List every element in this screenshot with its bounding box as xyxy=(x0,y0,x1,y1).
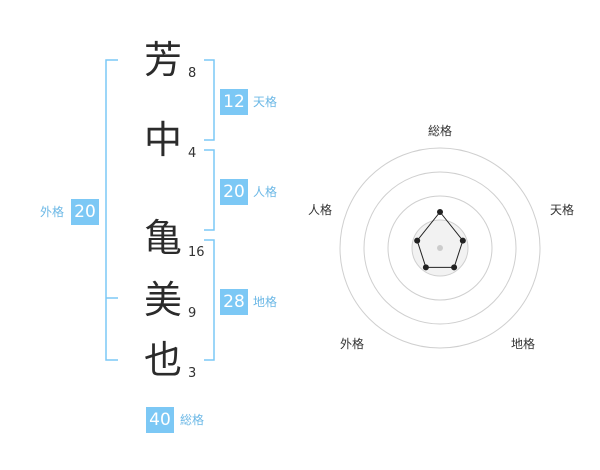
tenkaku-bracket xyxy=(204,59,215,141)
radar-axis-label-soukaku: 総格 xyxy=(428,124,453,138)
radar-axis-label-tenkaku: 天格 xyxy=(550,203,575,217)
soukaku-label: 総格 xyxy=(180,413,205,427)
stroke-count-3: 16 xyxy=(188,245,205,260)
radar-series xyxy=(414,209,466,271)
radar-point-2 xyxy=(459,237,466,244)
name-char-2: 中 xyxy=(143,118,182,162)
radar-point-5 xyxy=(414,237,421,244)
soukaku-value: 40 xyxy=(146,407,174,433)
radar-axis-label-jinkaku: 人格 xyxy=(308,203,333,217)
jinkaku-bracket xyxy=(204,149,215,231)
radar-ring-3 xyxy=(363,171,517,325)
chikaku-label: 地格 xyxy=(253,295,278,309)
radar-axis-label-gaikaku: 外格 xyxy=(340,337,365,351)
radar-point-1 xyxy=(437,209,443,215)
chikaku-value: 28 xyxy=(220,289,248,315)
radar-axis-label-chikaku: 地格 xyxy=(511,337,536,351)
tenkaku-value: 12 xyxy=(220,89,248,115)
stroke-count-4: 9 xyxy=(188,306,197,321)
jinkaku-label: 人格 xyxy=(253,185,278,199)
name-char-5: 也 xyxy=(143,338,182,382)
gaikaku-label: 外格 xyxy=(40,205,65,219)
chikaku-bracket xyxy=(204,239,215,361)
radar-point-3 xyxy=(451,264,458,271)
gaikaku-value: 20 xyxy=(71,199,99,225)
stroke-count-1: 8 xyxy=(188,66,197,81)
name-char-1: 芳 xyxy=(143,38,182,82)
radar-point-4 xyxy=(422,264,429,271)
radar-ring-2 xyxy=(387,195,493,301)
name-char-4: 美 xyxy=(143,278,182,322)
jinkaku-value: 20 xyxy=(220,179,248,205)
radar-polygon xyxy=(416,211,464,268)
name-char-3: 亀 xyxy=(143,216,182,260)
radar-ring-4 xyxy=(339,147,541,349)
stroke-count-5: 3 xyxy=(188,366,197,381)
stroke-count-2: 4 xyxy=(188,146,197,161)
radar-center xyxy=(437,245,443,251)
tenkaku-label: 天格 xyxy=(253,95,278,109)
gaikaku-bracket xyxy=(105,59,118,361)
radar-chart xyxy=(339,147,541,349)
